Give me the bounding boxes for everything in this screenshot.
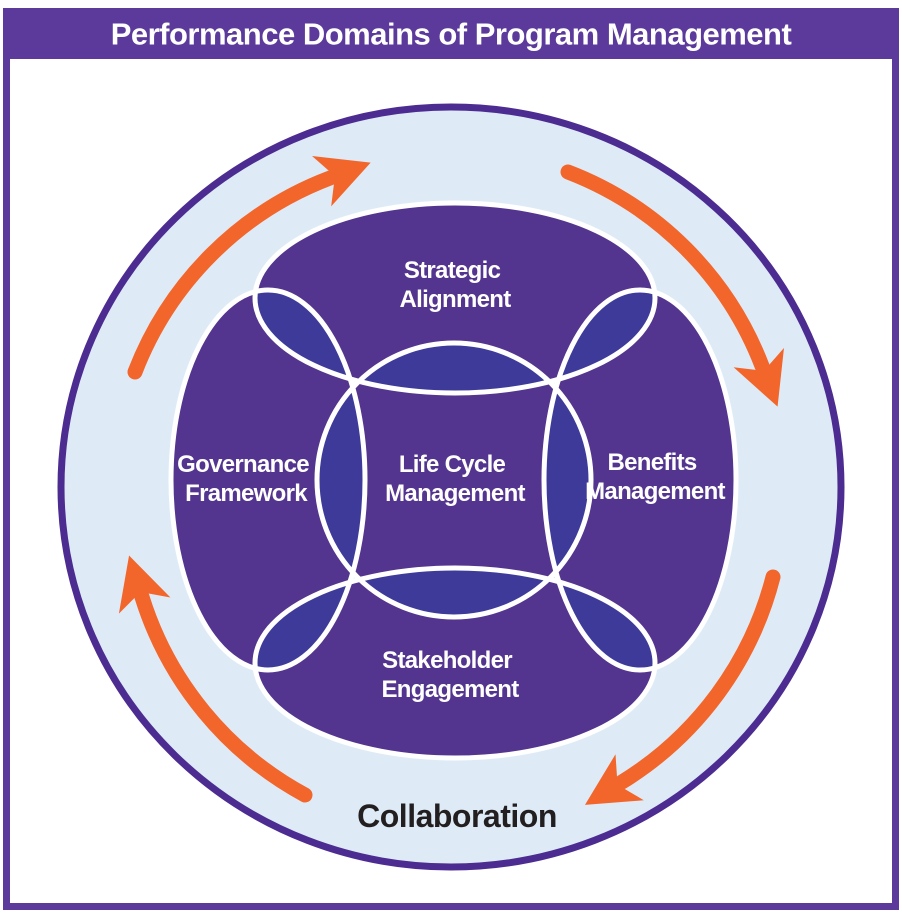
clockwise-arrows [118,155,784,805]
arrow-top-left-icon [127,155,371,380]
life-cycle-management-outline [314,340,594,620]
stakeholder-engagement-outline [252,565,658,761]
benefits-management-line1: Benefits [607,449,696,476]
frame-border-bottom [3,903,899,910]
benefits-management-label: Benefits Management [585,449,725,505]
stakeholder-engagement-label: Stakeholder Engagement [381,647,519,703]
life-cycle-management-line1: Life Cycle [399,451,506,478]
life-cycle-management-line2: Management [385,480,525,507]
strategic-alignment-shape [255,203,655,393]
frame-border-left [3,8,10,910]
strategic-alignment-line2: Alignment [399,286,511,313]
arrow-bottom-left-icon [118,555,313,803]
strategic-alignment-outline [252,200,658,396]
governance-framework-label: Governance Framework [177,451,315,507]
governance-framework-line1: Governance [177,451,309,478]
governance-framework-shape [171,290,365,670]
benefits-management-line2: Management [585,478,725,505]
stakeholder-engagement-line2: Engagement [381,676,519,703]
title-bar [3,8,899,59]
benefits-management-shape [544,290,736,670]
domain-outlines [168,200,739,761]
collaboration-label: Collaboration [357,798,557,834]
life-cycle-management-shape [317,343,591,617]
governance-framework-outline [168,287,368,673]
strategic-alignment-line1: Strategic [404,257,501,284]
page-title: Performance Domains of Program Managemen… [111,17,792,52]
benefits-management-outline [541,287,739,673]
domain-shapes [171,203,736,758]
life-cycle-management-label: Life Cycle Management [385,451,525,507]
stakeholder-engagement-line1: Stakeholder [382,647,512,674]
governance-framework-line2: Framework [185,480,308,507]
frame-border-right [892,8,899,910]
arrow-top-right-icon [560,164,784,407]
strategic-alignment-label: Strategic Alignment [399,257,511,313]
arrow-bottom-right-icon [584,569,781,805]
stakeholder-engagement-shape [255,568,655,758]
